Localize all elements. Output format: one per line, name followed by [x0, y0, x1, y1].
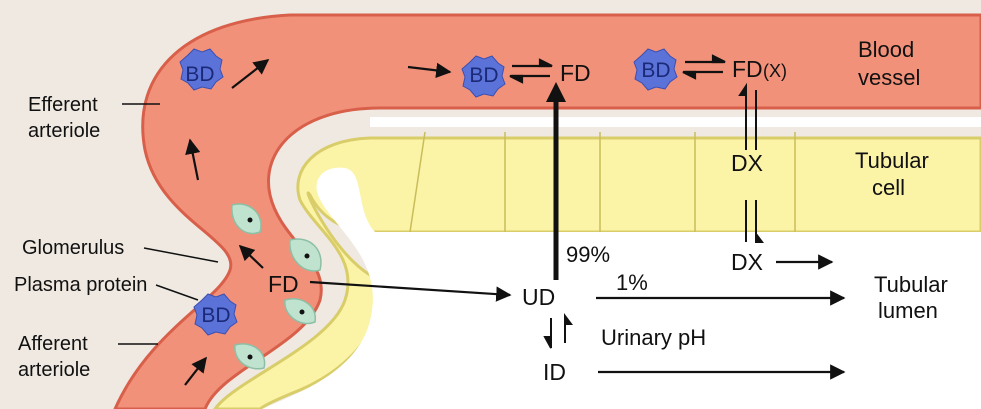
efferent-label-line2: arteriole [28, 120, 100, 142]
tubular-cell-line1: Tubular [855, 148, 929, 173]
id-label: ID [543, 359, 566, 385]
tubular-cell-line2: cell [872, 175, 905, 200]
afferent-label-line1: Afferent [18, 333, 88, 355]
fd-label-vessel-1: FD [560, 60, 591, 86]
blood-label-line1: Blood [858, 37, 914, 62]
urinary-ph-label: Urinary pH [601, 325, 706, 350]
fd-label-glomerulus: FD [268, 271, 299, 297]
reabsorbed-percent: 99% [566, 242, 610, 267]
fd-label-vessel-2: FD [732, 56, 763, 82]
glomerulus-label: Glomerulus [22, 237, 124, 259]
afferent-label-line2: arteriole [18, 359, 90, 381]
plasma-protein-label: Plasma protein [14, 274, 147, 296]
blood-label-line2: vessel [858, 65, 920, 90]
ud-label: UD [522, 284, 555, 310]
tubular-lumen-line2: lumen [878, 298, 938, 323]
x-suffix-label: (X) [763, 61, 787, 81]
dx-label-lumen: DX [731, 249, 763, 275]
bd-label-vessel-1: BD [469, 64, 498, 87]
bd-label-vessel-2: BD [641, 59, 670, 82]
tubular-lumen-line1: Tubular [874, 272, 948, 297]
dx-label-cell: DX [731, 150, 763, 176]
bd-label-afferent: BD [201, 304, 230, 327]
efferent-label-line1: Efferent [28, 94, 98, 116]
excreted-percent: 1% [616, 270, 648, 295]
bd-label-efferent: BD [185, 63, 214, 86]
